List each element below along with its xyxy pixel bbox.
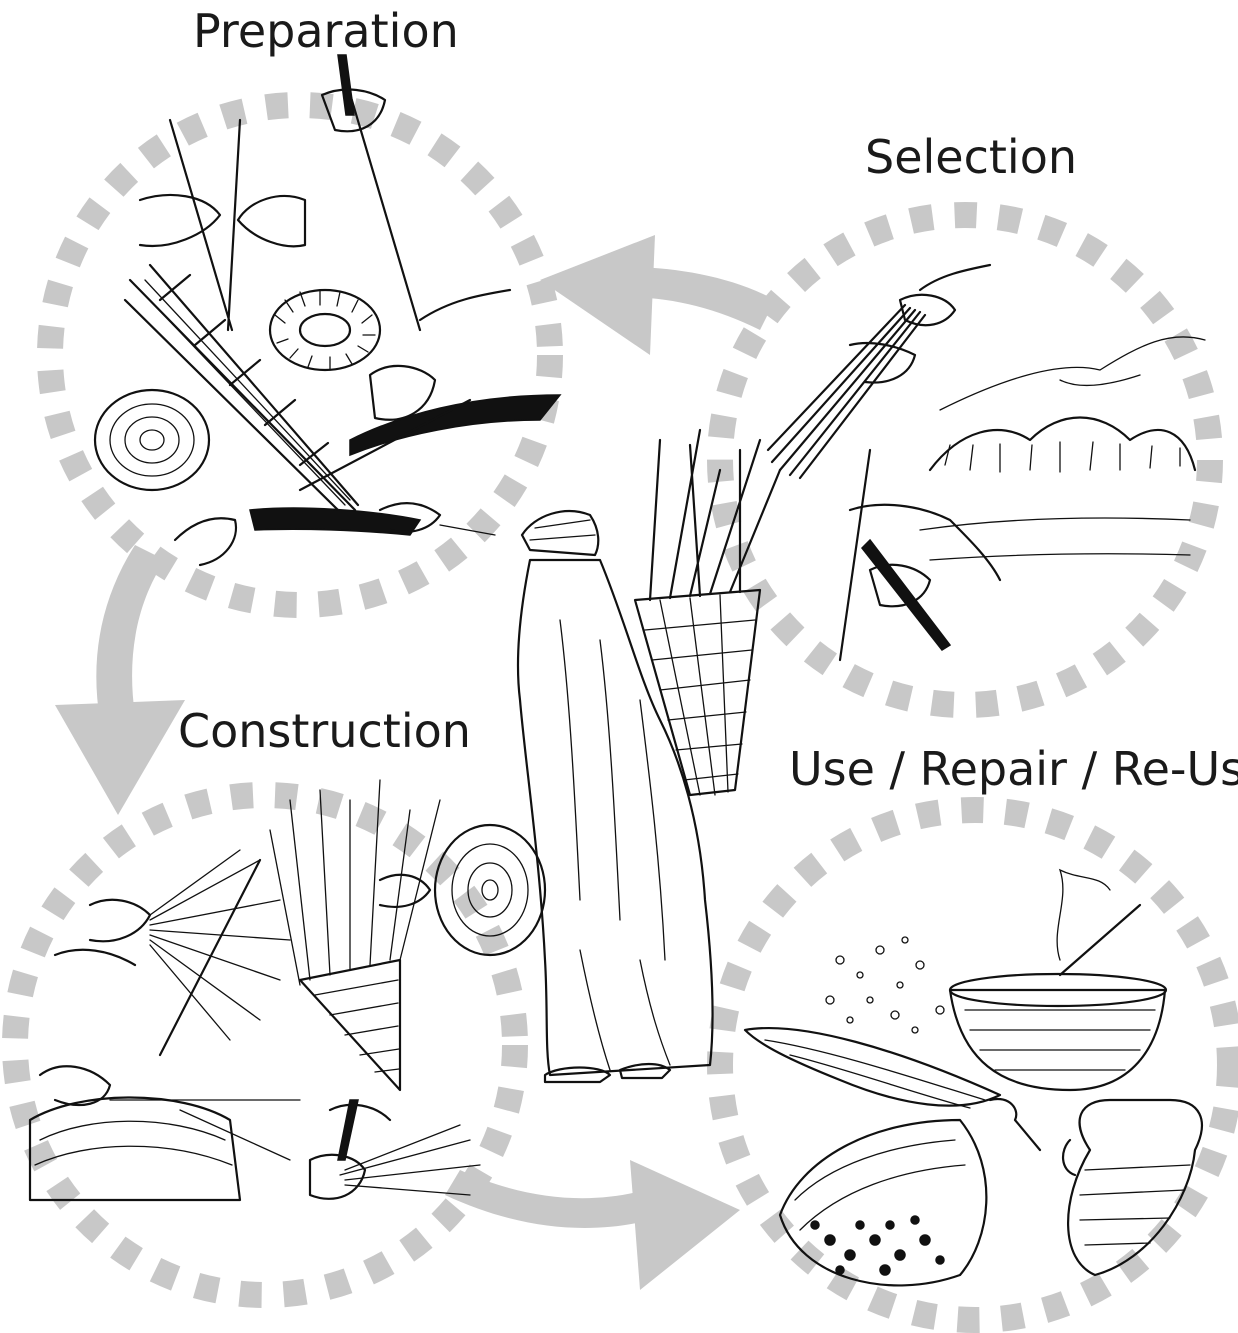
cutting-hands-icon — [300, 290, 560, 490]
selection-label: Selection — [865, 134, 1077, 180]
construction-ring — [15, 795, 515, 1295]
use-repair-reuse-label: Use / Repair / Re-Use — [789, 746, 1238, 792]
coil-stitching-icon — [30, 1066, 300, 1200]
preparation-label: Preparation — [193, 8, 459, 54]
hand-with-knife-icon — [322, 55, 420, 330]
seeds-icon — [826, 937, 944, 1033]
preparation-ring — [50, 105, 550, 605]
water-jar-icon — [1063, 1100, 1202, 1275]
cone-basket-icon — [270, 780, 440, 1090]
coiled-ring-icon — [270, 290, 380, 370]
coil-bundle-icon — [95, 390, 209, 490]
construction-label: Construction — [178, 708, 471, 754]
arrow-preparation-to-construction — [55, 545, 185, 815]
cutting-stem-icon — [840, 450, 1000, 660]
hand-holding-rods-icon — [768, 265, 990, 478]
selection-illustration — [768, 265, 1205, 660]
landscape-shrubs-icon — [920, 337, 1205, 560]
cooking-bowl-icon — [950, 870, 1166, 1090]
winnowing-tray-icon — [745, 937, 1040, 1150]
basket-seeds-icon — [811, 1216, 944, 1275]
use-repair-illustration — [745, 870, 1202, 1285]
selection-ring — [720, 215, 1210, 705]
preparation-illustration — [95, 55, 560, 565]
